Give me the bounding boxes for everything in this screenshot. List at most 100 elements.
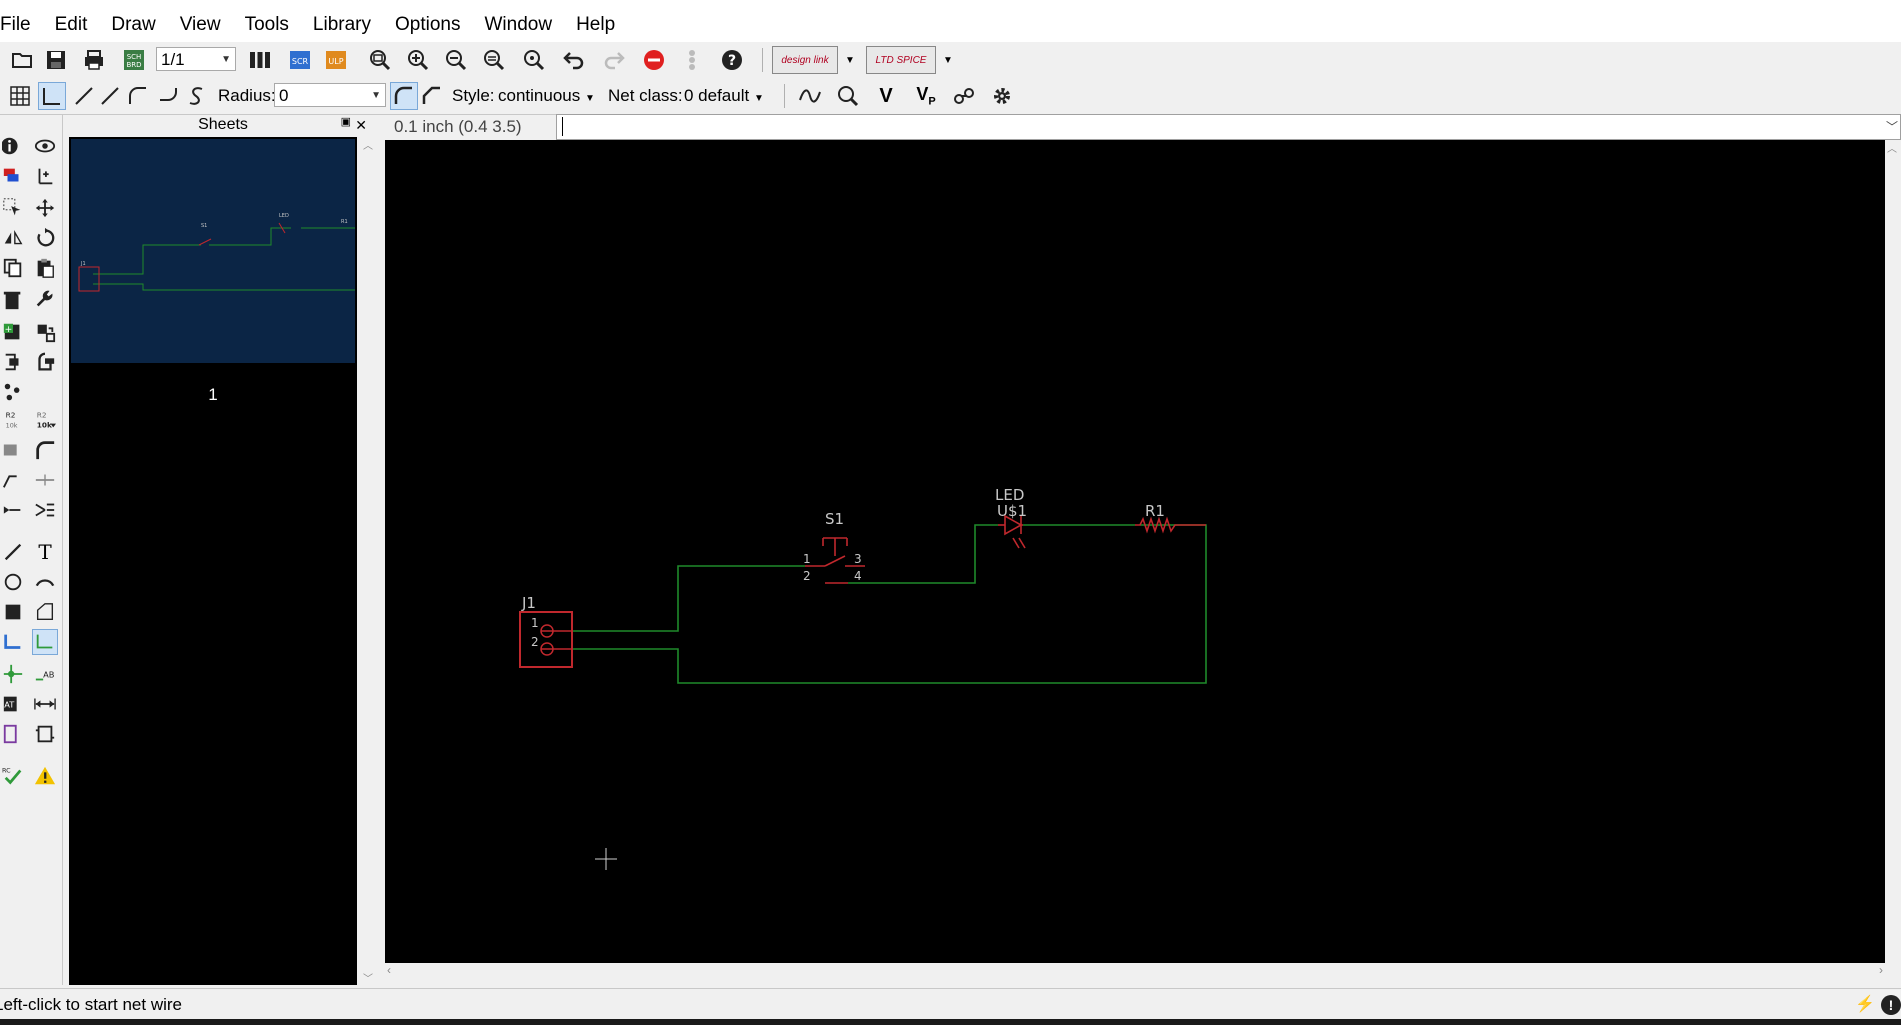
attribute-icon[interactable]: AT	[0, 691, 26, 717]
canvas-horizontal-scrollbar[interactable]: ‹ ›	[385, 963, 1885, 981]
net-icon[interactable]	[32, 629, 58, 655]
junction-icon[interactable]	[0, 661, 26, 687]
ltspice-button[interactable]: LTD SPICE	[866, 46, 936, 74]
bend-arc-reverse-icon[interactable]	[154, 82, 182, 110]
paste-icon[interactable]	[32, 255, 58, 281]
pin-swap-icon[interactable]	[32, 349, 58, 375]
sheet-select[interactable]: 1/1▼	[156, 47, 236, 71]
select-icon[interactable]	[0, 195, 26, 221]
wrench-icon[interactable]	[32, 287, 58, 313]
ulp-icon[interactable]: ULP	[322, 46, 350, 74]
label-icon[interactable]: AB	[32, 661, 58, 687]
menu-draw[interactable]: Draw	[111, 14, 156, 35]
copy-icon[interactable]	[0, 255, 26, 281]
help-icon[interactable]: ?	[718, 46, 746, 74]
bend-freehand-icon[interactable]	[182, 82, 210, 110]
sheets-scrollbar[interactable]: ︿ ﹀	[359, 137, 377, 985]
text-icon[interactable]: T	[38, 540, 52, 564]
info-icon[interactable]	[0, 133, 26, 159]
undo-icon[interactable]	[560, 46, 588, 74]
miter-straight-icon[interactable]	[418, 82, 446, 110]
value-icon[interactable]: V	[879, 84, 893, 107]
menu-library[interactable]: Library	[312, 14, 371, 35]
zoom-fit-icon[interactable]	[366, 46, 394, 74]
bend-90-icon[interactable]	[38, 82, 66, 110]
menu-window[interactable]: Window	[484, 14, 553, 35]
zoom-select-icon[interactable]	[520, 46, 548, 74]
chevron-up-icon[interactable]: ︿	[1887, 144, 1897, 155]
bend-45-icon[interactable]	[70, 82, 98, 110]
display-layers-icon[interactable]	[0, 163, 26, 189]
arc-icon[interactable]	[32, 569, 58, 595]
command-line-input[interactable]: ﹀	[556, 114, 1901, 140]
show-net-icon[interactable]	[834, 82, 862, 110]
invoke-icon[interactable]	[0, 379, 26, 405]
menu-file[interactable]: File	[0, 14, 31, 35]
circle-icon[interactable]	[0, 569, 26, 595]
mirror-icon[interactable]	[0, 225, 26, 251]
chevron-up-icon[interactable]: ︿	[363, 141, 373, 152]
menu-help[interactable]: Help	[576, 14, 616, 35]
chevron-down-icon[interactable]: ﹀	[1885, 120, 1898, 134]
chevron-right-icon[interactable]: ›	[1879, 963, 1883, 977]
redo-icon[interactable]	[600, 46, 628, 74]
menu-tools[interactable]: Tools	[244, 14, 289, 35]
add-part-icon[interactable]: +	[0, 319, 26, 345]
align-icon[interactable]	[32, 497, 58, 523]
radius-input[interactable]: 0▼	[274, 83, 386, 107]
optimize-icon[interactable]	[32, 467, 58, 493]
script-icon[interactable]: SCR	[286, 46, 314, 74]
grid-icon[interactable]	[6, 82, 34, 110]
dimension-icon[interactable]	[32, 691, 58, 717]
style-select[interactable]: continuous ▼	[498, 84, 598, 111]
replace-icon[interactable]	[32, 319, 58, 345]
chevron-down-icon[interactable]: ▼	[943, 54, 953, 66]
bend-straight-icon[interactable]	[96, 82, 124, 110]
print-icon[interactable]	[80, 46, 108, 74]
chevron-down-icon[interactable]: ▼	[845, 54, 855, 66]
schematic-canvas[interactable]: J1 1 2 S1 1 2 3 4 LED U$1 R1	[385, 140, 1885, 963]
menu-edit[interactable]: Edit	[54, 14, 88, 35]
wire-style-icon[interactable]	[796, 82, 824, 110]
miter-icon[interactable]	[32, 437, 58, 463]
zoom-out-icon[interactable]	[442, 46, 470, 74]
netclass-select[interactable]: 0 default ▼	[684, 84, 774, 111]
menu-view[interactable]: View	[179, 14, 221, 35]
zoom-in-icon[interactable]	[404, 46, 432, 74]
frame-icon[interactable]	[0, 721, 26, 747]
mark-icon[interactable]	[32, 163, 58, 189]
miter-round-icon[interactable]	[390, 82, 418, 110]
canvas-vertical-scrollbar[interactable]: ︿	[1885, 140, 1901, 963]
line-icon[interactable]	[0, 539, 26, 565]
polygon-icon[interactable]	[32, 599, 58, 625]
net-link-icon[interactable]	[950, 82, 978, 110]
alert-icon[interactable]: !	[1881, 995, 1901, 1015]
column-view-icon[interactable]	[246, 46, 274, 74]
zoom-redraw-icon[interactable]	[480, 46, 508, 74]
route-icon[interactable]	[0, 497, 26, 523]
delete-icon[interactable]	[0, 287, 26, 313]
rotate-icon[interactable]	[32, 225, 58, 251]
module-icon[interactable]	[32, 721, 58, 747]
split-icon[interactable]	[0, 467, 26, 493]
close-panel-icon[interactable]: ✕	[355, 117, 367, 133]
rectangle-icon[interactable]	[0, 599, 26, 625]
smash-icon[interactable]	[0, 437, 26, 463]
probe-voltage-icon[interactable]: VP	[916, 84, 936, 108]
move-icon[interactable]	[32, 195, 58, 221]
menu-options[interactable]: Options	[395, 14, 461, 35]
go-icon[interactable]	[678, 46, 706, 74]
open-icon[interactable]	[8, 46, 36, 74]
bus-icon[interactable]	[0, 629, 26, 655]
stop-icon[interactable]	[640, 46, 668, 74]
warning-icon[interactable]	[32, 763, 58, 789]
chevron-left-icon[interactable]: ‹	[387, 963, 391, 977]
eye-icon[interactable]	[32, 133, 58, 159]
float-panel-icon[interactable]: ▣	[340, 116, 351, 128]
design-link-button[interactable]: design link	[772, 46, 838, 74]
chevron-down-icon[interactable]: ﹀	[363, 974, 373, 985]
